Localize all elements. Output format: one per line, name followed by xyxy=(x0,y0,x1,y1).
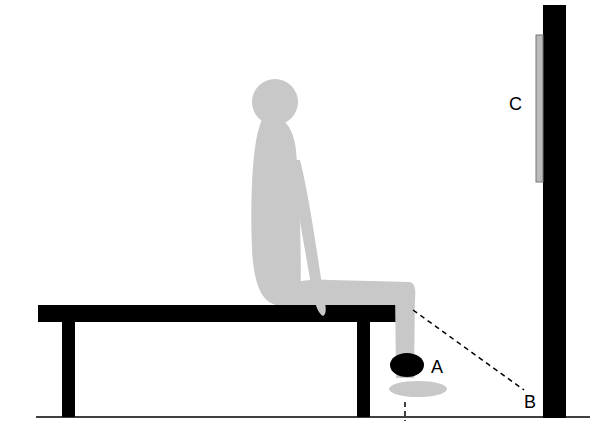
wall-panel xyxy=(536,35,543,182)
wall xyxy=(543,5,566,418)
callout-letter: C xyxy=(509,94,522,114)
seated-person xyxy=(251,79,447,397)
bench-leg xyxy=(357,322,370,417)
dashed-line xyxy=(413,310,524,390)
ball-object xyxy=(390,353,424,377)
bench-leg xyxy=(62,322,75,417)
callout-letter: A xyxy=(431,357,443,377)
plumb-line xyxy=(404,402,406,421)
bench-top xyxy=(38,305,400,322)
callout-letter: B xyxy=(524,392,536,412)
floor-line xyxy=(36,416,590,418)
